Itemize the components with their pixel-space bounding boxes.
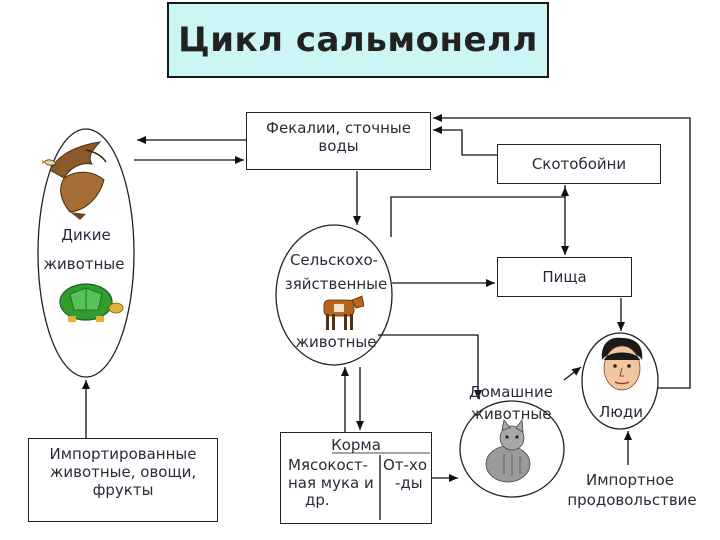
cat-icon [485,418,531,483]
feces-label-1: Фекалии, сточные [266,119,411,137]
arrow-people-feces [433,114,691,389]
imported-label-2: животные, овощи, [49,463,197,481]
food-box [497,257,632,297]
farm-animals-ellipse [275,224,393,366]
man-face-icon [601,337,643,391]
eagle-icon [42,141,107,220]
feed-label-2a: Мясокост- [288,456,369,474]
domestic-label-2: животные [470,405,552,423]
imported-label-1: Импортированные [49,445,197,463]
imported-food-label-2: продовольствие [567,491,697,509]
feed-label-3b: -ды [395,474,423,492]
wild-label-2: животные [43,255,125,273]
slaughter-box [497,144,661,184]
arrow-farm-slaughter [390,187,569,237]
wild-label-1: Дикие [61,226,111,244]
imported-label-3: фрукты [92,481,154,499]
arrow-slaughter-feces [433,126,497,156]
feces-box [246,112,431,170]
imported-food-label-1: Импортное [586,471,674,489]
domestic-label-1: Домашние [469,383,553,401]
turtle-icon [59,283,124,322]
food-label: Пища [542,268,587,286]
feed-label-2b: От-хо [383,456,428,474]
feed-label-4: др. [305,491,330,509]
title-box: Цикл сальмонелл [167,2,549,78]
farm-label-1: Сельскохо- [289,251,379,269]
feed-label-1: Корма [331,436,381,454]
feed-label-3a: ная мука и [288,474,374,492]
diagram-title: Цикл сальмонелл [178,20,538,60]
feces-label-2: воды [318,137,359,155]
imported-box [28,438,218,522]
arrow-farm-domestic [378,334,482,399]
feed-box [280,432,432,524]
people-label: Люди [598,403,644,421]
farm-label-3: животные [295,333,377,351]
arrow-domestic-people [563,366,582,381]
farm-label-2: зяйственные [284,275,388,293]
slaughter-label: Скотобойни [531,155,627,173]
cow-icon [323,295,365,330]
